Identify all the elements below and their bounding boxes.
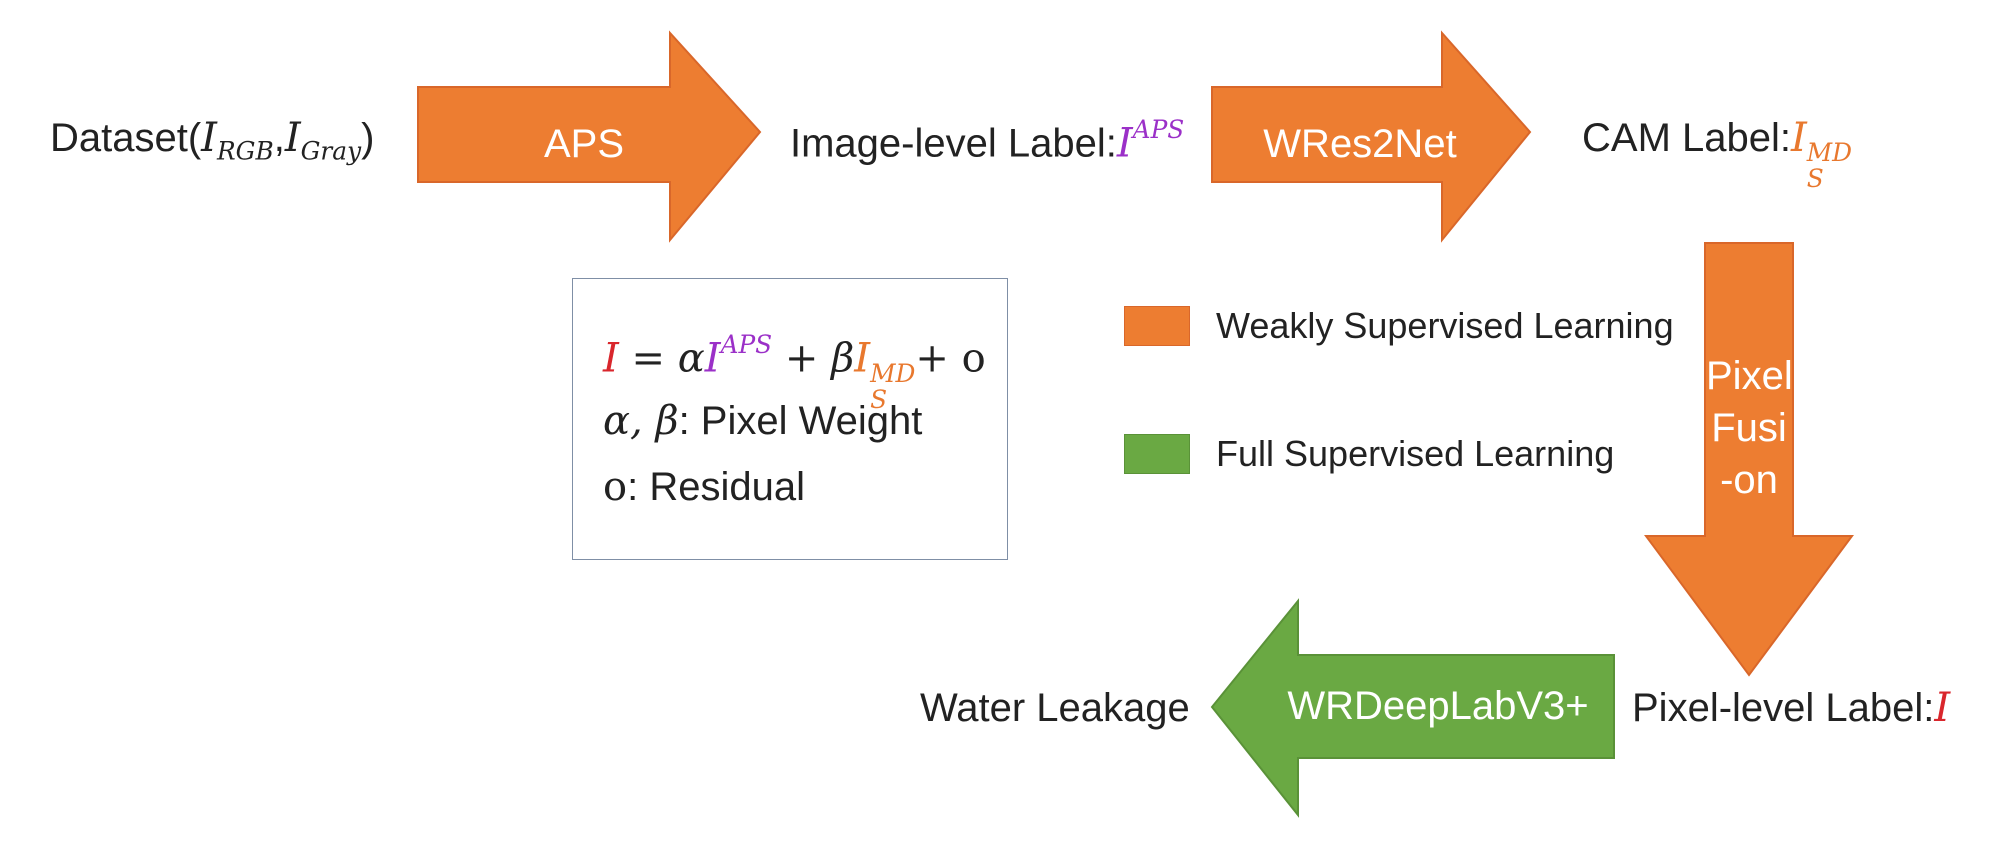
formula-aps-sup: APS (720, 330, 773, 359)
cam-label-var: I (1790, 115, 1807, 161)
formula-plus-2: + (915, 335, 962, 382)
formula-alpha: α (677, 335, 705, 382)
formula-lhs: I (603, 335, 619, 382)
legend-label-full: Full Supervised Learning (1216, 433, 1615, 474)
formula-md-sup: MD (870, 359, 916, 388)
formula-weight-vars: α, β (603, 398, 679, 444)
formula-beta: β (831, 335, 855, 382)
legend-item-full: Full Supervised Learning (1124, 434, 1614, 474)
pixel-fusion-line-3: -on (1720, 458, 1778, 502)
pixel-fusion-label: Pixel Fusi -on (1706, 350, 1793, 506)
legend-swatch-full (1124, 434, 1190, 474)
dataset-rgb-var: I (201, 115, 217, 161)
deeplab-arrow (1210, 598, 1615, 818)
formula-residual-var: o (603, 464, 628, 510)
deeplab-label: WRDeepLabV3+ (1287, 684, 1589, 728)
formula-weight-line: α, β: Pixel Weight (603, 401, 922, 441)
formula-i-aps: I (704, 335, 721, 382)
pixel-level-var: I (1934, 685, 1951, 731)
pixel-level-prefix: Pixel-level Label: (1632, 686, 1935, 730)
aps-arrow (417, 30, 762, 243)
dataset-gray-sub: Gray (300, 136, 362, 166)
formula-eq: = (618, 335, 678, 382)
dataset-suffix: ) (361, 116, 375, 160)
pixel-level-label-node: Pixel-level Label:I (1632, 688, 1950, 728)
formula-residual-line: o: Residual (603, 467, 805, 507)
formula-i-md: I (854, 335, 871, 382)
cam-label-sub: S (1806, 164, 1824, 194)
pixel-fusion-line-1: Pixel (1706, 354, 1793, 398)
pixel-fusion-line-2: Fusi (1711, 406, 1787, 450)
formula-weight-text: : Pixel Weight (678, 399, 923, 443)
wres2net-label: WRes2Net (1263, 122, 1457, 166)
cam-label-sup: MD (1806, 138, 1853, 168)
water-leakage-node: Water Leakage (920, 686, 1190, 730)
formula-md-sub: S (870, 385, 888, 415)
image-level-label-node: Image-level Label:IAPS (790, 115, 1185, 167)
dataset-gray-var: I (284, 115, 301, 161)
formula-plus-1: + (772, 335, 832, 382)
image-level-prefix: Image-level Label: (790, 121, 1117, 166)
image-level-var: I (1116, 120, 1133, 167)
legend-swatch-weak (1124, 306, 1190, 346)
dataset-rgb-sub: RGB (216, 136, 274, 166)
formula-residual: o (961, 335, 986, 382)
aps-label: APS (543, 122, 625, 166)
dataset-comma: , (273, 116, 285, 160)
formula-residual-text: : Residual (627, 465, 805, 509)
image-level-sup: APS (1132, 115, 1185, 144)
legend-item-weak: Weakly Supervised Learning (1124, 306, 1674, 346)
wres2net-arrow (1211, 30, 1532, 243)
dataset-node: Dataset(IRGB,IGray) (50, 118, 374, 164)
pixel-fusion-arrow (1644, 242, 1854, 677)
cam-label-prefix: CAM Label: (1582, 116, 1791, 160)
legend-label-weak: Weakly Supervised Learning (1216, 305, 1674, 346)
dataset-prefix: Dataset( (50, 116, 202, 160)
